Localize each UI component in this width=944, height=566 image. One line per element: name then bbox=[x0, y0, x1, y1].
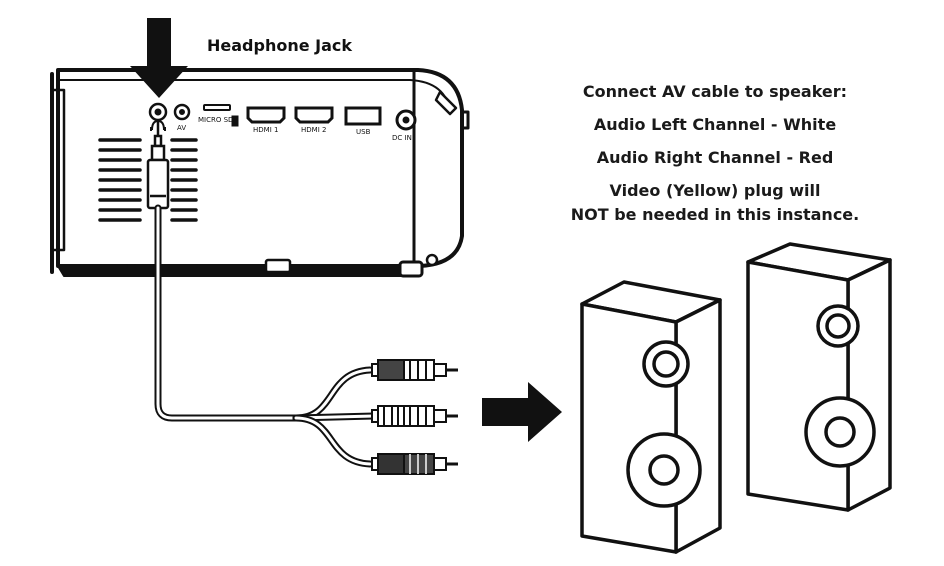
micro-sd-port-label: MICRO SD bbox=[198, 116, 233, 124]
projector-foot-right bbox=[398, 260, 424, 278]
projector-left-cap bbox=[50, 88, 66, 252]
dc-in-port bbox=[395, 109, 417, 131]
ports-panel bbox=[148, 102, 417, 131]
rca-plug-bottom bbox=[371, 453, 458, 475]
right-arrow-icon bbox=[482, 382, 562, 442]
hdmi2-port-label: HDMI 2 bbox=[301, 126, 326, 134]
micro-sd-port bbox=[203, 104, 239, 127]
vent-grille-left bbox=[98, 138, 142, 222]
instructions-block: Connect AV cable to speaker: Audio Left … bbox=[548, 80, 882, 227]
hdmi1-port-label: HDMI 1 bbox=[253, 126, 278, 134]
projector-lens-edge bbox=[460, 110, 470, 130]
usb-port-label: USB bbox=[356, 128, 371, 136]
hdmi1-port bbox=[246, 106, 286, 124]
instruction-line-5: NOT be needed in this instance. bbox=[570, 205, 860, 224]
instruction-line-1: Connect AV cable to speaker: bbox=[582, 82, 848, 101]
usb-port bbox=[344, 106, 382, 126]
projector bbox=[50, 68, 470, 278]
headphone-jack-label: Headphone Jack bbox=[207, 36, 353, 55]
av-port bbox=[173, 103, 191, 121]
instruction-line-4: Video (Yellow) plug will bbox=[609, 181, 821, 200]
instruction-line-3: Audio Right Channel - Red bbox=[596, 148, 834, 167]
vent-grille-right bbox=[170, 138, 198, 222]
speaker-back bbox=[746, 242, 892, 512]
headphone-plug bbox=[146, 122, 170, 210]
instruction-line-2: Audio Left Channel - White bbox=[593, 115, 837, 134]
av-cable bbox=[154, 204, 378, 468]
projector-screw bbox=[425, 253, 439, 267]
headphone-port bbox=[148, 102, 168, 131]
speaker-front bbox=[580, 280, 722, 554]
projector-clip bbox=[264, 258, 292, 274]
projector-outline bbox=[56, 68, 464, 268]
projector-corner-tab bbox=[434, 90, 458, 116]
down-arrow-icon bbox=[130, 18, 188, 98]
rca-plug-middle bbox=[371, 405, 458, 427]
hdmi2-port bbox=[294, 106, 334, 124]
dc-in-port-label: DC IN bbox=[392, 134, 412, 142]
rca-plug-top bbox=[371, 359, 458, 381]
headphone-icon bbox=[150, 119, 166, 131]
av-port-label: AV bbox=[177, 124, 186, 132]
